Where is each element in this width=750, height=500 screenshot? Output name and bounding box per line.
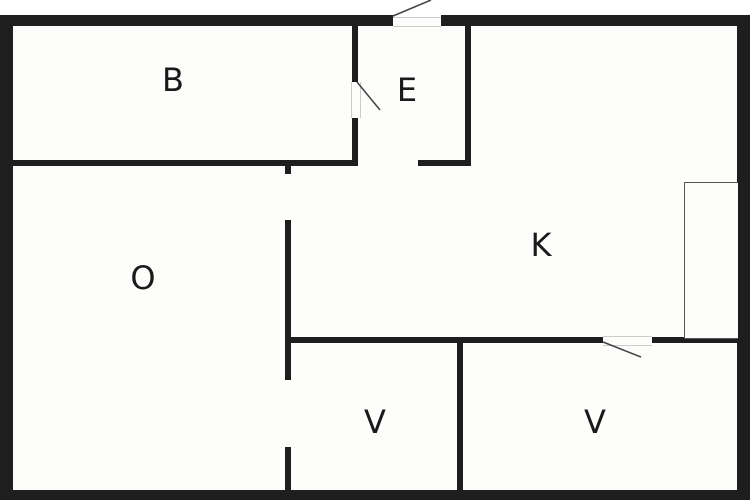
outer-wall-bottom: [0, 490, 750, 500]
room-label-e: E: [396, 71, 418, 109]
wall-k-v-right: [652, 337, 737, 343]
room-label-k: K: [530, 226, 552, 264]
wall-o-k: [285, 220, 291, 380]
outer-wall-left: [0, 15, 13, 500]
wall-o-stub-top: [285, 166, 291, 174]
wall-v-divider: [457, 343, 463, 490]
wall-o-v-lower: [285, 447, 291, 490]
outer-wall-top: [0, 15, 393, 26]
wall-b-e-lower: [352, 118, 358, 166]
wall-b-bottom: [13, 160, 358, 166]
kitchen-counter: [684, 182, 738, 339]
wall-e-bottom-stub: [418, 160, 471, 166]
room-label-o: O: [130, 259, 156, 297]
entrance-door-opening[interactable]: [393, 17, 441, 27]
outer-wall-right: [737, 15, 750, 500]
entrance-door-leaf: [392, 0, 432, 17]
floor-area: [13, 25, 737, 490]
wall-b-e-upper: [352, 25, 358, 82]
outer-wall-top-right: [441, 15, 750, 26]
k-v-door-leaf: [602, 341, 642, 358]
wall-k-v-left: [291, 337, 603, 343]
k-v-door-opening[interactable]: [603, 336, 652, 346]
room-label-v-right: V: [584, 403, 606, 441]
room-label-v-left: V: [364, 403, 386, 441]
b-e-door-leaf: [356, 81, 381, 111]
wall-e-right: [465, 25, 471, 166]
room-label-b: B: [162, 61, 184, 99]
b-e-door-opening[interactable]: [351, 82, 361, 118]
